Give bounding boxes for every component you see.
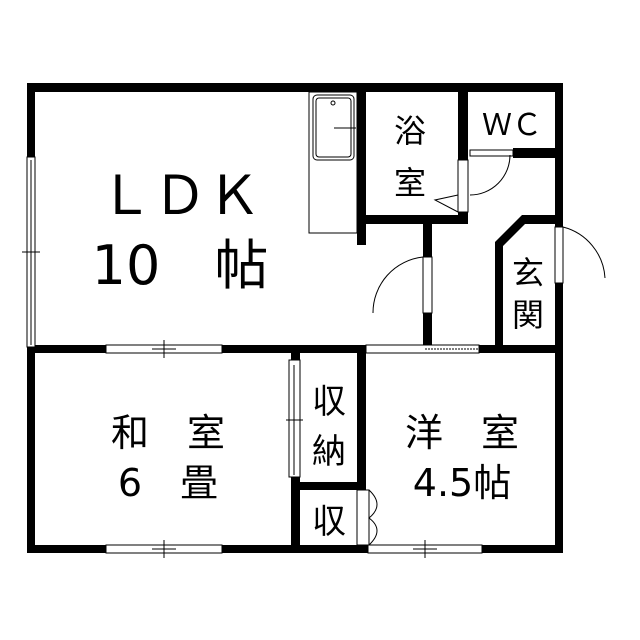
- bath-label-1: 浴: [394, 112, 426, 150]
- windows: [22, 156, 483, 558]
- western-room-sliding-door: [365, 344, 480, 354]
- storage-label-2: 納: [312, 432, 346, 472]
- storage-label-1: 収: [312, 382, 346, 422]
- doors: [356, 149, 606, 546]
- kitchen: [308, 91, 358, 234]
- storage-door: [356, 489, 370, 546]
- wc-label: ＷＣ: [482, 108, 542, 143]
- bath-label-2: 室: [394, 164, 426, 202]
- ldk-label: ＬＤＫ: [99, 164, 261, 227]
- entrance-label-1: 玄: [512, 254, 544, 292]
- room-labels: ＬＤＫ 10 帖 浴 室 ＷＣ 玄 関 和 室 6 畳 収 納 洋 室 4.5帖…: [92, 108, 544, 542]
- bath-door: [457, 159, 469, 213]
- japanese-room-label: 和 室: [111, 411, 225, 455]
- ldk-size: 10 帖: [92, 234, 269, 297]
- japanese-room-size: 6 畳: [118, 461, 218, 505]
- entrance-label-2: 関: [512, 296, 544, 334]
- entrance-door: [554, 226, 564, 284]
- western-room-size: 4.5帖: [413, 461, 511, 505]
- small-storage-label: 収: [312, 502, 346, 542]
- ldk-door: [422, 256, 433, 314]
- western-room-label: 洋 室: [405, 411, 519, 455]
- wc-door: [469, 149, 514, 157]
